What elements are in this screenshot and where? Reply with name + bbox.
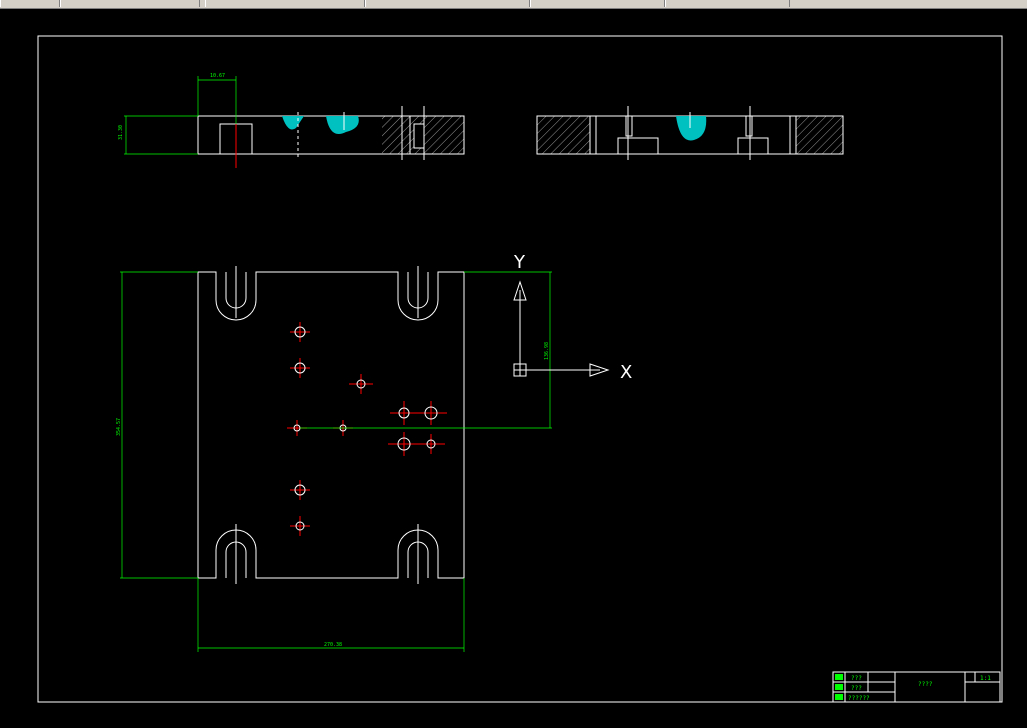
hole-marker <box>390 401 418 425</box>
hole-marker <box>290 516 310 536</box>
section-view-left: 10.67 31.30 <box>118 73 465 168</box>
title-field-b: ??? <box>851 685 862 692</box>
section-view-right <box>536 106 844 160</box>
title-block: ??? ??? ?????? ???? 1:1 <box>832 671 1001 703</box>
drawing-title: ???? <box>918 681 933 688</box>
toolbar-segment[interactable] <box>665 0 790 7</box>
top-toolbar-strip <box>0 0 1027 9</box>
plan-view: 354.57 270.38 136.98 <box>116 266 552 652</box>
dim-top-height: 31.30 <box>118 125 124 140</box>
ucs-y-label: Y <box>513 252 526 273</box>
hole-marker <box>290 322 310 342</box>
title-field-c: ?????? <box>848 695 870 702</box>
hole-marker <box>349 374 373 394</box>
hole-marker <box>388 432 420 456</box>
title-field-a: ??? <box>851 675 862 682</box>
fillet-shape <box>326 116 359 134</box>
hole-marker <box>417 434 445 454</box>
fillet-shape <box>282 116 304 130</box>
drawing-canvas[interactable]: 10.67 31.30 <box>0 8 1027 728</box>
dim-top-width: 10.67 <box>210 73 225 79</box>
toolbar-segment[interactable] <box>0 0 60 7</box>
ucs-icon: Y X <box>513 252 632 383</box>
toolbar-segment[interactable] <box>530 0 665 7</box>
dim-plan-width: 270.38 <box>324 642 342 648</box>
dim-offset-y: 136.98 <box>544 342 550 360</box>
drawing-border <box>37 35 1003 703</box>
drawing-scale: 1:1 <box>980 675 991 682</box>
toolbar-segment[interactable] <box>365 0 530 7</box>
fillet-shape <box>676 116 707 141</box>
hole-marker <box>415 401 447 425</box>
toolbar-segment[interactable] <box>60 0 200 7</box>
hole-marker <box>290 480 310 500</box>
hole-marker <box>290 358 310 378</box>
plate-outline <box>197 271 465 579</box>
ucs-x-label: X <box>620 362 632 383</box>
toolbar-segment[interactable] <box>205 0 365 7</box>
dim-plan-height: 354.57 <box>116 418 122 436</box>
